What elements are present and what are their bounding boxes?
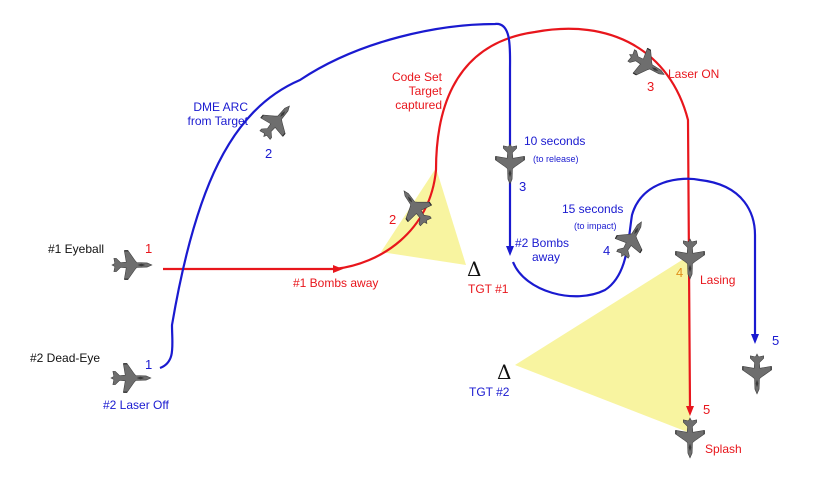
flight1-laser-on-label: Laser ON — [668, 67, 720, 81]
flight2-jet-2-icon — [252, 96, 301, 147]
flight1-code-set-label: Code Set Target captured — [391, 70, 442, 112]
flight2-jet-3-icon — [495, 143, 525, 185]
flight2-dme-arc-label: DME ARC from Target — [187, 100, 248, 128]
flight2-name-label: #2 Dead-Eye — [30, 351, 101, 365]
flight1-point1-number: 1 — [145, 241, 153, 256]
flight2-bombs-away-label: #2 Bombs away — [515, 236, 570, 264]
flight2-point5-number: 5 — [772, 333, 780, 348]
flight2-point1-number: 1 — [145, 357, 153, 372]
flight2-point3-number: 3 — [519, 179, 527, 194]
flight1-point2-number: 2 — [389, 212, 397, 227]
tgt1-label: TGT #1 — [468, 282, 509, 296]
flight1-point3-number: 3 — [647, 79, 655, 94]
tgt2-delta-icon: Δ — [497, 360, 512, 384]
flight2-ten-seconds-label: 10 seconds — [524, 134, 586, 148]
flight1-final-arrowhead-icon — [686, 406, 694, 416]
flight1-path — [163, 27, 692, 409]
flight2-laser-off-label: #2 Laser Off — [103, 398, 169, 412]
flight1-point5-number: 5 — [703, 402, 711, 417]
tgt2-laser-cone — [515, 255, 690, 433]
flight1-splash-label: Splash — [705, 442, 742, 456]
flight2-point4-number: 4 — [603, 243, 611, 258]
flight1-lasing-label: Lasing — [700, 273, 736, 287]
flight2-to-impact-label: (to impact) — [574, 221, 617, 231]
tgt2-label: TGT #2 — [469, 385, 510, 399]
flight1-arrowhead-icon — [333, 265, 343, 273]
flight2-final-arrowhead-icon — [751, 334, 759, 344]
flight1-point4-number: 4 — [676, 265, 684, 280]
flight1-name-label: #1 Eyeball — [48, 242, 105, 256]
flight2-fifteen-seconds-label: 15 seconds — [562, 202, 624, 216]
flight2-point2-number: 2 — [265, 146, 273, 161]
tgt1-delta-icon: Δ — [467, 257, 482, 281]
flight2-path — [159, 22, 512, 370]
flight1-bombs-away-label: #1 Bombs away — [293, 276, 379, 290]
flight2-loop-path — [511, 177, 757, 336]
flight2-arrowhead-icon — [506, 246, 514, 256]
flight2-jet-5-icon — [742, 353, 772, 395]
flight2-to-release-label: (to release) — [533, 154, 579, 164]
